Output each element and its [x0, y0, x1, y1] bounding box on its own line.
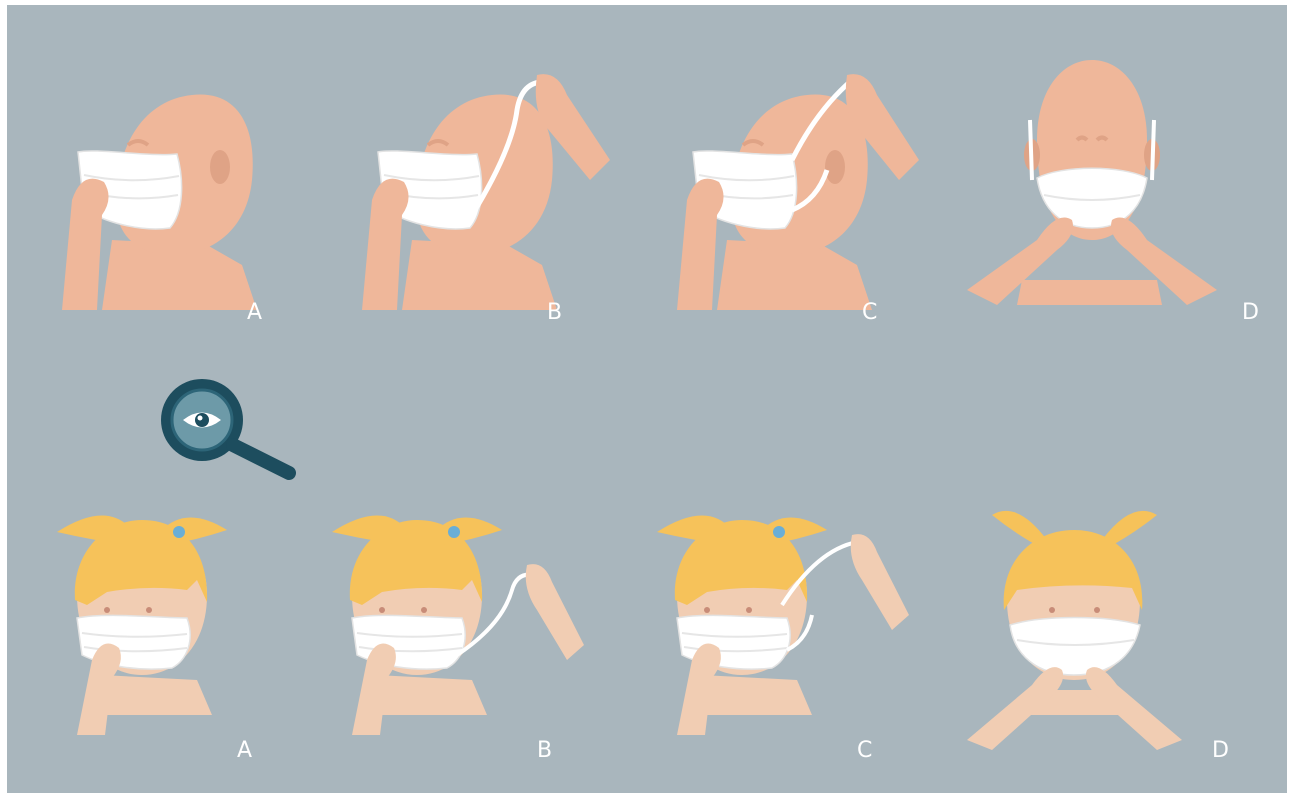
adult-step-b: B [342, 40, 652, 360]
step-label: A [237, 740, 252, 762]
step-label: C [862, 302, 877, 324]
adult-wearing-mask-illustration [342, 40, 652, 360]
adult-wearing-mask-illustration [657, 40, 967, 360]
step-label: D [1212, 740, 1229, 762]
step-label: C [857, 740, 872, 762]
child-wearing-mask-illustration [647, 510, 957, 793]
step-label: A [247, 302, 262, 324]
illustration-canvas: A B C [7, 5, 1287, 793]
step-label: B [537, 740, 552, 762]
adult-step-a: A [42, 40, 352, 360]
adult-wearing-mask-illustration [962, 40, 1272, 360]
child-wearing-mask-illustration [47, 510, 357, 793]
adult-step-c: C [657, 40, 967, 360]
child-step-d: D [962, 510, 1272, 793]
child-step-b: B [322, 510, 632, 793]
child-wearing-mask-illustration [322, 510, 632, 793]
magnifier-eye-icon [157, 375, 302, 485]
step-label: D [1242, 302, 1259, 324]
step-label: B [547, 302, 562, 324]
adult-step-d: D [962, 40, 1272, 360]
child-step-c: C [647, 510, 957, 793]
adult-wearing-mask-illustration [42, 40, 352, 360]
child-step-a: A [47, 510, 357, 793]
